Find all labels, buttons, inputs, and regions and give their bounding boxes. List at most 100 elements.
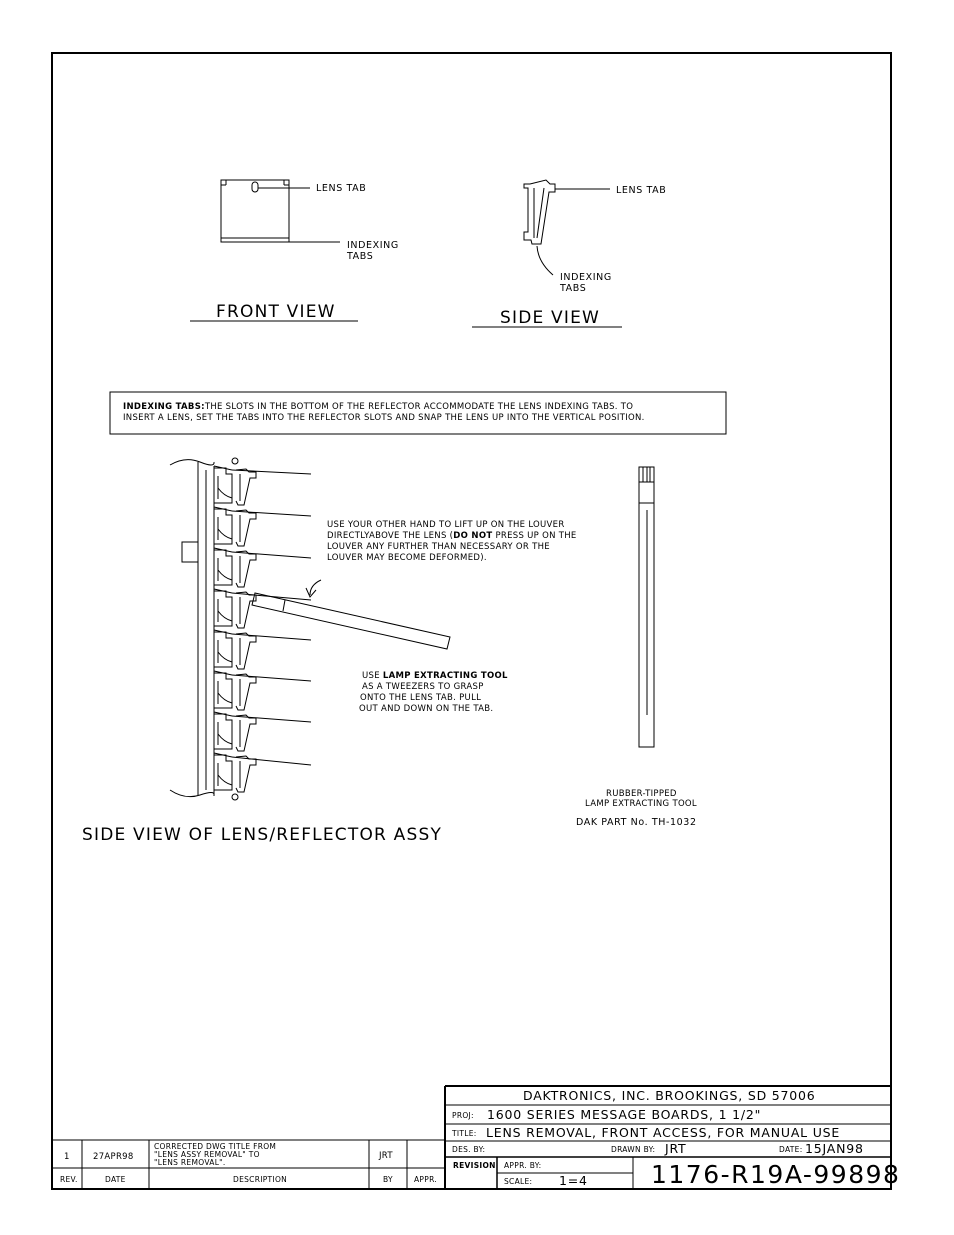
louver xyxy=(231,633,312,641)
revision-label: REVISION xyxy=(453,1161,496,1170)
louver xyxy=(213,711,233,717)
rev-row-rev: 1 xyxy=(64,1152,70,1162)
rev-row-desc-1: CORRECTED DWG TITLE FROM xyxy=(154,1142,276,1151)
rev-header-description: DESCRIPTION xyxy=(233,1175,287,1184)
louver xyxy=(231,715,312,723)
title-value: LENS REMOVAL, FRONT ACCESS, FOR MANUAL U… xyxy=(486,1125,840,1140)
lamp-extracting-tool xyxy=(638,466,655,748)
rev-row-desc-2: "LENS ASSY REMOVAL" TO xyxy=(154,1150,260,1159)
reflector-cell xyxy=(217,774,233,786)
date-label: DATE: xyxy=(779,1145,803,1154)
note-line-1: INDEXING TABS:THE SLOTS IN THE BOTTOM OF… xyxy=(123,402,633,412)
proj-value: 1600 SERIES MESSAGE BOARDS, 1 1/2" xyxy=(487,1107,761,1122)
reflector-cell xyxy=(214,549,233,586)
date-value: 15JAN98 xyxy=(805,1141,864,1156)
drawing-number: 1176-R19A-99898 xyxy=(651,1160,900,1189)
reflector-cell xyxy=(214,713,233,750)
front-indexing-label-2: TABS xyxy=(346,251,373,262)
reflector-cell xyxy=(214,590,233,627)
tool-note-tool-name: LAMP EXTRACTING TOOL xyxy=(383,671,508,681)
reflector-cell xyxy=(217,733,233,745)
des-by-label: DES. BY: xyxy=(452,1145,485,1154)
side-indexing-label-1: INDEXING xyxy=(560,272,612,283)
tool-note-2: AS A TWEEZERS TO GRASP xyxy=(362,682,484,692)
rev-header-rev: REV. xyxy=(60,1175,78,1184)
front-indexing-label-1: INDEXING xyxy=(347,240,399,251)
scale-value: 1=4 xyxy=(559,1173,588,1188)
rev-header-by: BY xyxy=(383,1175,393,1184)
louver xyxy=(231,674,312,682)
lens xyxy=(235,755,257,793)
front-view-title: FRONT VIEW xyxy=(216,302,336,322)
side-view-title: SIDE VIEW xyxy=(500,308,600,328)
tool-label-1: RUBBER-TIPPED xyxy=(606,789,677,799)
rev-row-desc-3: "LENS REMOVAL". xyxy=(154,1158,226,1167)
note-box xyxy=(109,391,727,435)
tool-note-1a: USE xyxy=(362,671,383,681)
louver xyxy=(231,510,312,517)
reflector-cell xyxy=(214,631,233,668)
rev-header-date: DATE xyxy=(105,1175,126,1184)
appr-by-label: APPR. BY: xyxy=(504,1161,541,1170)
louver xyxy=(213,465,233,471)
lens xyxy=(235,714,257,752)
front-lens-tab-label: LENS TAB xyxy=(316,183,366,194)
title-block xyxy=(444,1085,891,1189)
louver-note-2c: PRESS UP ON THE xyxy=(492,531,576,541)
reflector-cell xyxy=(217,692,233,704)
louver-note-2a: DIRECTLYABOVE THE LENS ( xyxy=(327,531,453,541)
scale-label: SCALE: xyxy=(504,1177,532,1186)
louver-note-2: DIRECTLYABOVE THE LENS (DO NOT PRESS UP … xyxy=(327,531,577,541)
louver xyxy=(213,588,233,594)
reflector-cell xyxy=(214,754,233,791)
sheet-border xyxy=(51,52,892,1190)
revision-block xyxy=(52,1139,445,1189)
louver xyxy=(213,506,233,512)
reflector-stack xyxy=(213,465,312,793)
title-label: TITLE: xyxy=(451,1129,477,1138)
reflector-cell xyxy=(217,651,233,663)
tool-note-1: USE LAMP EXTRACTING TOOL xyxy=(362,671,508,681)
louver-note-4: LOUVER MAY BECOME DEFORMED). xyxy=(327,553,487,563)
reflector-cell xyxy=(217,487,233,499)
tool-part-number: DAK PART No. TH-1032 xyxy=(576,817,697,828)
tool-note-3: ONTO THE LENS TAB. PULL xyxy=(360,693,481,703)
lens-reflector-assembly xyxy=(169,457,239,801)
lens xyxy=(235,591,257,629)
note-line-2: INSERT A LENS, SET THE TABS INTO THE REF… xyxy=(123,413,645,423)
side-lens-tab-label: LENS TAB xyxy=(616,185,666,196)
rev-row-date: 27APR98 xyxy=(93,1152,134,1162)
assy-title: SIDE VIEW OF LENS/REFLECTOR ASSY xyxy=(82,825,442,845)
note-bold-lead: INDEXING TABS: xyxy=(123,402,205,412)
reflector-cell xyxy=(217,569,233,581)
reflector-cell xyxy=(214,508,233,545)
reflector-cell xyxy=(217,528,233,540)
lens xyxy=(235,632,257,670)
lens xyxy=(235,673,257,711)
drawn-by-value: JRT xyxy=(664,1141,687,1156)
tool-label-2: LAMP EXTRACTING TOOL xyxy=(585,799,697,809)
louver xyxy=(213,547,233,553)
tool-in-assembly xyxy=(251,579,451,650)
louver xyxy=(231,756,312,766)
rev-header-appr: APPR. xyxy=(414,1175,437,1184)
louver-note-1: USE YOUR OTHER HAND TO LIFT UP ON THE LO… xyxy=(327,520,565,530)
reflector-cell xyxy=(214,672,233,709)
louver-note-3: LOUVER ANY FURTHER THAN NECESSARY OR THE xyxy=(327,542,550,552)
rev-row-by: JRT xyxy=(378,1151,393,1161)
proj-label: PROJ: xyxy=(452,1111,474,1120)
note-text-1: THE SLOTS IN THE BOTTOM OF THE REFLECTOR… xyxy=(204,402,633,412)
tool-note-4: OUT AND DOWN ON THE TAB. xyxy=(359,704,493,714)
lens xyxy=(235,509,257,547)
reflector-cell xyxy=(217,610,233,622)
front-view-drawing xyxy=(220,179,340,243)
drawn-by-label: DRAWN BY: xyxy=(611,1145,655,1154)
reflector-cell xyxy=(214,467,233,504)
side-indexing-label-2: TABS xyxy=(559,283,586,294)
louver xyxy=(213,629,233,635)
louver xyxy=(213,670,233,676)
side-view-drawing xyxy=(523,179,610,276)
louver xyxy=(231,469,312,475)
lens xyxy=(235,550,257,588)
